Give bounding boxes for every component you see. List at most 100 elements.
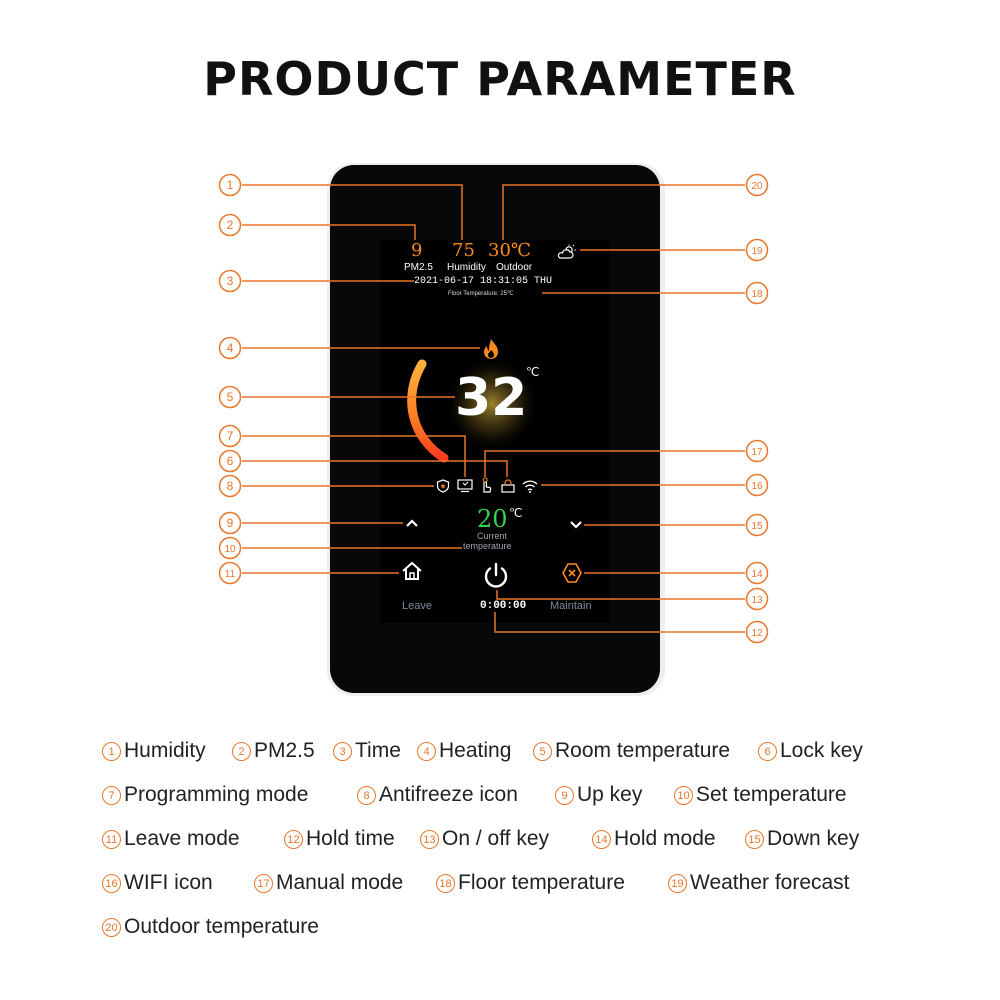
callout-number-20: 20 [751, 181, 763, 192]
legend-label: Hold time [306, 827, 395, 850]
legend-label: On / off key [442, 827, 549, 850]
legend-number: 16 [102, 873, 121, 893]
set-temperature-value: 20 [477, 505, 508, 533]
callout-number-8: 8 [227, 479, 234, 493]
outdoor-label: Outdoor [496, 262, 533, 273]
callout-circle-18 [745, 281, 769, 305]
legend-number: 2 [232, 741, 251, 761]
callout-circle-17 [745, 439, 769, 463]
legend-label: WIFI icon [124, 871, 213, 894]
callout-circle-4 [218, 336, 242, 360]
wifi-icon [522, 480, 538, 493]
legend-number: 5 [533, 741, 552, 761]
callout-number-11: 11 [225, 569, 236, 580]
legend-number: 1 [102, 741, 121, 761]
legend-label: Down key [767, 827, 860, 850]
power-icon[interactable] [482, 562, 510, 590]
callout-number-17: 17 [751, 447, 763, 458]
outdoor-temp-value: 30℃ [488, 240, 532, 261]
legend-number: 14 [592, 829, 611, 849]
legend-label: Programming mode [124, 783, 309, 806]
legend-number: 12 [284, 829, 303, 849]
datetime-text: 2021-06-17 18:31:05 THU [414, 276, 553, 287]
down-arrow-icon[interactable] [569, 520, 583, 530]
callout-circle-8 [218, 474, 242, 498]
callout-line-12 [494, 612, 745, 633]
legend-number: 8 [357, 785, 376, 805]
callout-number-4: 4 [227, 341, 234, 355]
callout-line-1 [242, 184, 463, 240]
home-icon[interactable] [401, 561, 423, 581]
callout-number-15: 15 [751, 521, 763, 532]
callout-number-6: 6 [227, 454, 234, 468]
legend-number: 7 [102, 785, 121, 805]
legend-label: Lock key [780, 739, 863, 762]
callout-circle-3 [218, 269, 242, 293]
legend-number: 4 [417, 741, 436, 761]
legend-label: Antifreeze icon [379, 783, 518, 806]
legend-number: 13 [420, 829, 439, 849]
legend-label: Room temperature [555, 739, 731, 762]
svg-text:✱: ✱ [440, 484, 445, 491]
callout-number-18: 18 [751, 289, 763, 300]
legend-number: 18 [436, 873, 455, 893]
callout-circle-6 [218, 449, 242, 473]
callout-circle-7 [218, 424, 242, 448]
legend-label: Manual mode [276, 871, 404, 894]
legend-number: 6 [758, 741, 777, 761]
callout-number-10: 10 [224, 544, 236, 555]
callout-line-7 [242, 435, 466, 477]
callout-circle-9 [218, 511, 242, 535]
callout-line-17 [484, 450, 745, 477]
pm25-label: PM2.5 [404, 262, 433, 273]
programming-icon [457, 479, 473, 493]
legend-label: Set temperature [696, 783, 847, 806]
callout-number-14: 14 [751, 569, 763, 580]
legend-label: Time [355, 739, 401, 762]
lock-icon [501, 479, 515, 493]
callout-number-13: 13 [751, 595, 763, 606]
legend-label: Hold mode [614, 827, 716, 850]
humidity-label: Humidity [447, 262, 486, 273]
page-title: PRODUCT PARAMETER [203, 52, 797, 106]
legend-number: 19 [668, 873, 687, 893]
callout-number-1: 1 [227, 178, 234, 192]
legend-number: 20 [102, 917, 121, 937]
legend-number: 3 [333, 741, 352, 761]
room-temperature-value: 32 [455, 368, 528, 428]
legend-label: Leave mode [124, 827, 240, 850]
hold-time: 0:00:00 [480, 600, 527, 612]
legend-number: 11 [102, 829, 121, 849]
legend-number: 10 [674, 785, 693, 805]
callout-number-5: 5 [227, 390, 234, 404]
room-temperature-unit: ℃ [526, 365, 540, 379]
set-temperature-label-1: Current [477, 531, 508, 541]
set-temperature-unit: ℃ [509, 506, 523, 520]
legend-label: Up key [577, 783, 643, 806]
up-arrow-icon[interactable] [405, 518, 419, 528]
callout-line-20 [502, 184, 745, 240]
maintain-icon[interactable] [562, 563, 582, 583]
callout-number-12: 12 [751, 628, 763, 639]
callout-circle-15 [745, 513, 769, 537]
callout-number-7: 7 [227, 429, 234, 443]
callout-circle-1 [218, 173, 242, 197]
callout-circle-12 [745, 620, 769, 644]
legend-number: 17 [254, 873, 273, 893]
